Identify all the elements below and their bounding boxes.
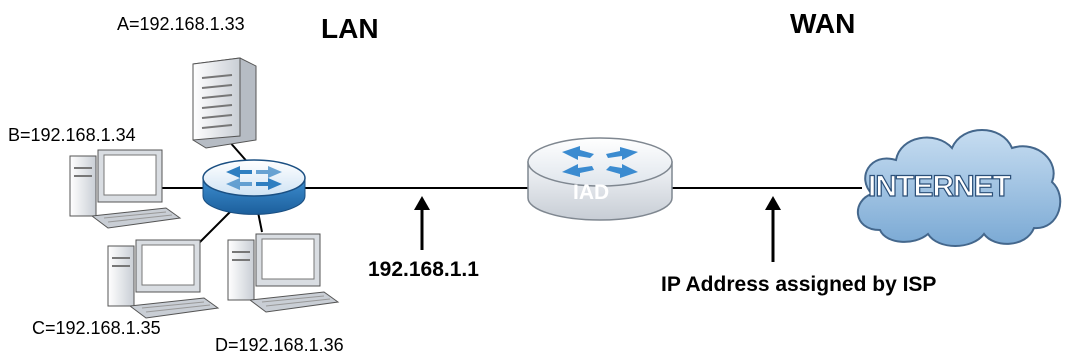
desktop-computer-icon (69, 149, 182, 229)
host-d-label: D=192.168.1.36 (215, 335, 344, 355)
host-a-label: A=192.168.1.33 (117, 14, 245, 34)
internet-cloud-icon (856, 129, 1062, 247)
link-pc-d-switch (257, 211, 263, 233)
arrow-up-icon (765, 196, 781, 262)
wan-ip-annotation: IP Address assigned by ISP (661, 273, 937, 296)
desktop-computer-icon (227, 233, 340, 313)
host-b-label: B=192.168.1.34 (8, 125, 136, 145)
host-c-label: C=192.168.1.35 (32, 318, 161, 338)
arrow-up-icon (414, 196, 430, 250)
server-icon (192, 57, 257, 149)
lan-heading: LAN (321, 13, 379, 44)
iad-device-label: IAD (573, 181, 610, 204)
switch-icon (202, 159, 306, 215)
internet-label: INTERNET (867, 169, 1011, 203)
desktop-computer-icon (107, 239, 220, 319)
wan-heading: WAN (790, 8, 856, 39)
router-icon (527, 137, 673, 221)
lan-ip-annotation: 192.168.1.1 (368, 258, 479, 281)
